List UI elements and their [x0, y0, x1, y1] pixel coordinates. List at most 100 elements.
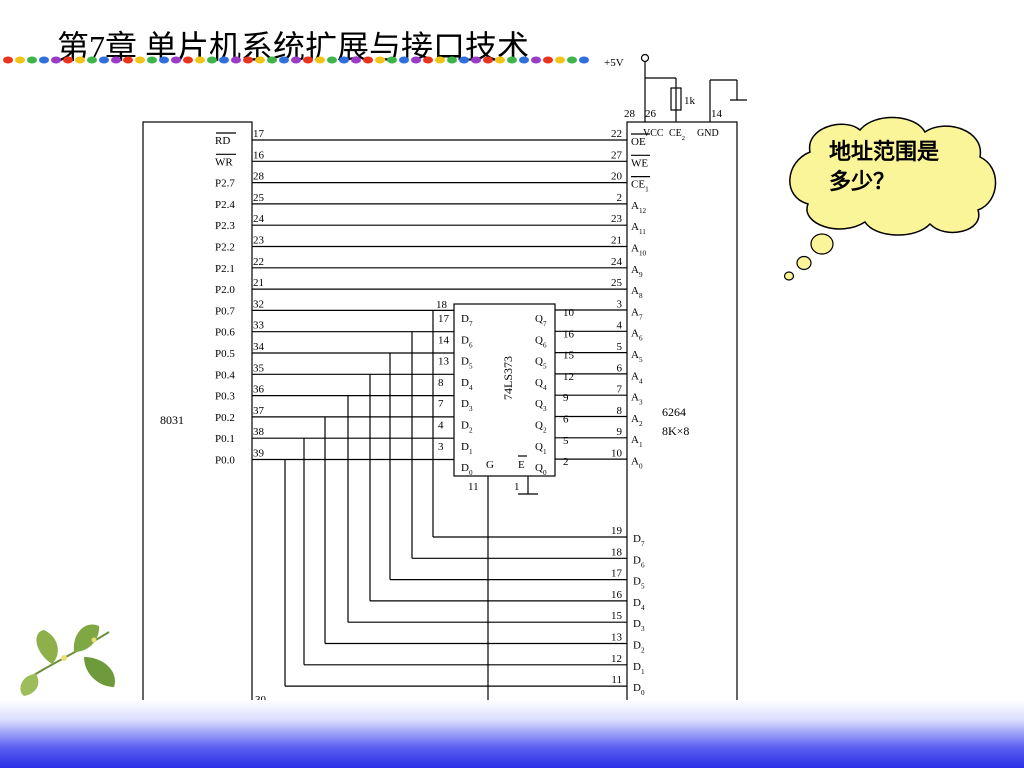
latch-74ls373-body	[453, 303, 556, 477]
decorative-dot	[195, 56, 205, 64]
latch-d-label: D5	[461, 356, 473, 371]
latch-q-label: Q4	[535, 377, 547, 392]
ram-pin-number: 10	[611, 448, 623, 460]
cpu-pin-label: P0.1	[215, 433, 235, 445]
decorative-dot	[147, 56, 157, 64]
decorative-dot	[399, 56, 409, 64]
ram-data-pin: 11	[611, 674, 622, 686]
cpu-pin-label: RD	[215, 135, 230, 147]
ram-gnd-label: GND	[697, 128, 719, 139]
ram-data-label: D7	[633, 533, 645, 548]
decorative-dot	[459, 56, 469, 64]
cpu-pin-number: 24	[253, 213, 265, 225]
ram-pin-number: 8	[617, 405, 623, 417]
cpu-pin-label: P2.3	[215, 220, 235, 232]
latch-q-label: Q3	[535, 398, 547, 413]
latch-d-pin: 4	[438, 420, 444, 432]
latch-d-pin: 13	[438, 356, 450, 368]
decorative-dot	[207, 56, 217, 64]
decorative-dot	[327, 56, 337, 64]
cpu-pin-label: P2.7	[215, 178, 235, 190]
leaf-decoration-icon	[20, 624, 115, 696]
ram-pin-number: 4	[617, 320, 623, 332]
decorative-dot	[303, 56, 313, 64]
decorative-dot	[99, 56, 109, 64]
decorative-dot	[495, 56, 505, 64]
ram-data-pin: 13	[611, 632, 623, 644]
ram-top-pin: 28	[624, 108, 636, 120]
decorative-dot	[171, 56, 181, 64]
latch-d-pin: 14	[438, 334, 450, 346]
cpu-pin-number: 17	[253, 128, 265, 140]
resistor-1k	[670, 87, 682, 111]
decorative-dot	[135, 56, 145, 64]
decorative-dot	[291, 56, 301, 64]
latch-d-label: D1	[461, 441, 473, 456]
latch-g-pin: 11	[468, 481, 479, 493]
cpu-pin-number: 23	[253, 235, 265, 247]
latch-e-label: E	[518, 459, 525, 471]
ram-data-label: D2	[633, 640, 645, 655]
ram-pin-number: 5	[617, 341, 623, 353]
decorative-dot	[483, 56, 493, 64]
cpu-pin-number: 38	[253, 426, 265, 438]
decorative-dot	[567, 56, 577, 64]
cpu-pin-label: P0.4	[215, 369, 235, 381]
ram-pin-label: A2	[631, 413, 643, 428]
cpu-pin-number: 34	[253, 341, 265, 353]
ram-data-label: D0	[633, 682, 645, 697]
ram-data-pin: 16	[611, 589, 623, 601]
cpu-pin-label: WR	[215, 156, 233, 168]
latch-q-label: Q2	[535, 420, 547, 435]
latch-q-label: Q1	[535, 441, 547, 456]
ram-pin-number: 7	[617, 384, 623, 396]
latch-top-pin: 18	[436, 299, 448, 311]
decorative-dot	[111, 56, 121, 64]
cpu-pin-number: 25	[253, 192, 265, 204]
latch-name-label: 74LS373	[501, 356, 515, 400]
latch-d-label: D2	[461, 420, 473, 435]
ram-pin-number: 25	[611, 277, 623, 289]
ram-pin-label: OE	[631, 136, 646, 148]
ram-pin-number: 22	[611, 128, 622, 140]
latch-q-label: Q0	[535, 462, 547, 477]
cpu-pin-number: 37	[253, 405, 265, 417]
ram-pin-label: A3	[631, 392, 643, 407]
cpu-name-label: 8031	[160, 413, 184, 427]
decorative-dot	[519, 56, 529, 64]
decorative-dot	[351, 56, 361, 64]
ram-pin-label: A1	[631, 434, 643, 449]
decorative-dot	[15, 56, 25, 64]
decorative-dot	[435, 56, 445, 64]
cpu-pin-label: P0.6	[215, 327, 235, 339]
cpu-pin-label: P2.0	[215, 284, 235, 296]
latch-q-pin: 15	[563, 350, 575, 362]
latch-e-pin: 1	[514, 481, 520, 493]
ram-pin-label: A7	[631, 306, 643, 321]
cpu-pin-number: 39	[253, 448, 265, 460]
latch-d-label: D4	[461, 377, 473, 392]
ram-data-label: D6	[633, 554, 645, 569]
ram-pin-label: A9	[631, 264, 643, 279]
latch-d-label: D0	[461, 462, 473, 477]
ram-pin-label: WE	[631, 157, 648, 169]
decorative-dot	[387, 56, 397, 64]
cpu-pin-number: 16	[253, 149, 265, 161]
circuit-lines	[142, 53, 747, 743]
decorative-dot	[531, 56, 541, 64]
latch-q-pin: 6	[563, 414, 569, 426]
power-label: +5V	[604, 57, 624, 69]
ram-pin-number: 21	[611, 235, 622, 247]
ram-data-label: D4	[633, 597, 645, 612]
decorative-dot	[363, 56, 373, 64]
ram-pin-number: 9	[617, 426, 623, 438]
decorative-dot	[267, 56, 277, 64]
latch-q-label: Q5	[535, 356, 547, 371]
decorative-dot	[183, 56, 193, 64]
latch-q-label: Q6	[535, 334, 547, 349]
ram-pin-label: A10	[631, 243, 647, 258]
decorative-dot	[375, 56, 385, 64]
footer-gradient-bar	[0, 700, 1024, 768]
decorative-dot	[423, 56, 433, 64]
